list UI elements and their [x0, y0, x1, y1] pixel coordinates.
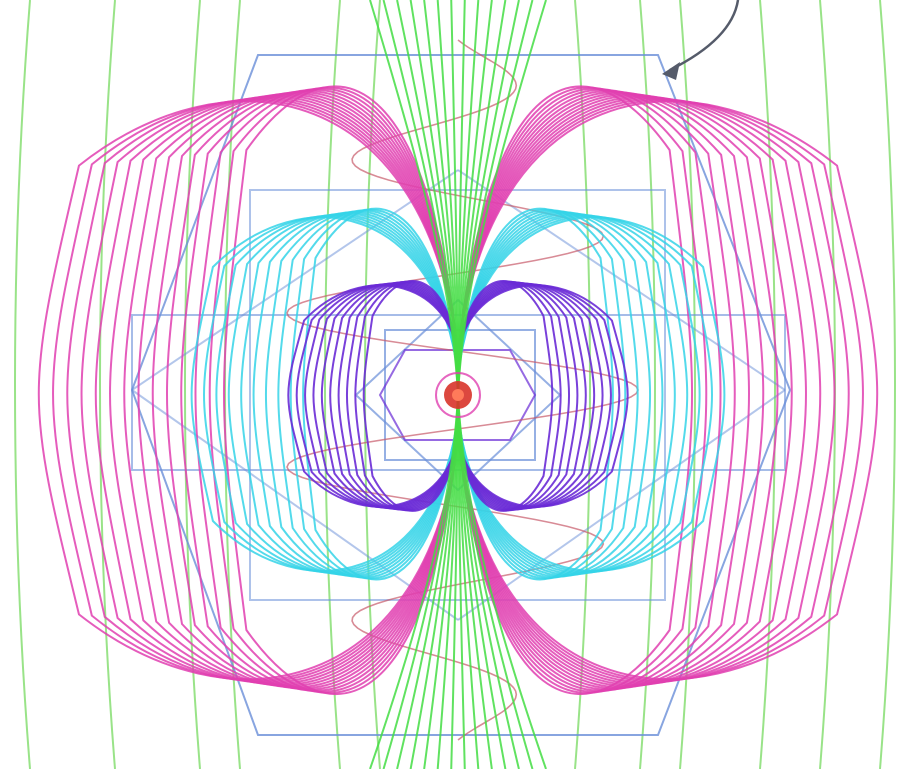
core-highlight: [452, 389, 464, 401]
